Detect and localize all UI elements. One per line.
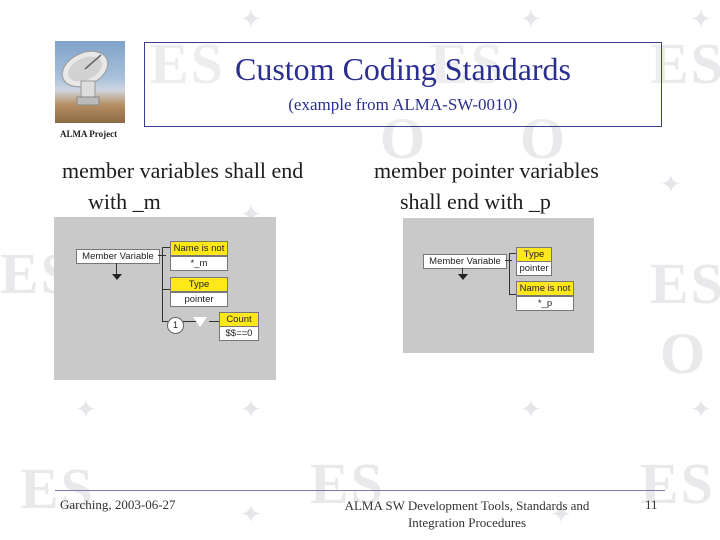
type-node: Type (170, 277, 228, 292)
page-subtitle: (example from ALMA-SW-0010) (288, 95, 518, 114)
left-rule-line1: member variables shall end (62, 158, 304, 183)
footer-title-line2: Integration Procedures (407, 515, 527, 530)
watermark-text: ES (150, 31, 225, 96)
watermark-text: ES (310, 451, 385, 516)
right-rule-diagram: Member Variable Type pointer Name is not… (403, 218, 594, 353)
watermark-text: O (380, 106, 428, 171)
name-is-not-node: Name is not (170, 241, 228, 256)
star-icon: ✦ (75, 395, 97, 425)
star-icon: ✦ (240, 5, 262, 35)
watermark-text: ES (20, 456, 95, 521)
page-number: 11 (645, 497, 658, 512)
page-title: Custom Coding Standards (234, 51, 571, 87)
arrow-down-icon (112, 274, 122, 280)
name-pattern-value: *_m (170, 256, 228, 271)
arrow-down-icon (458, 274, 468, 280)
watermark-text: O (520, 106, 568, 171)
left-rule-diagram: Member Variable Name is not *_m Type poi… (54, 217, 276, 380)
name-is-not-node: Name is not (516, 281, 574, 296)
watermark-text: ES (650, 251, 720, 316)
footer-date: Garching, 2003-06-27 (60, 497, 176, 512)
funnel-icon (193, 317, 207, 327)
left-rule-line2: with _m (88, 189, 161, 214)
count-value: $$==0 (219, 326, 259, 341)
watermark-text: ES (430, 31, 505, 96)
alma-antenna-logo (55, 41, 125, 123)
logo-caption: ALMA Project (60, 129, 118, 139)
watermark-text: ES (640, 451, 715, 516)
node-circle: 1 (167, 317, 184, 334)
name-pattern-value: *_p (516, 296, 574, 311)
right-rule-text: member pointer variables shall end with … (374, 155, 599, 217)
title-box: Custom Coding Standards (example from AL… (144, 42, 662, 127)
star-icon: ✦ (520, 5, 542, 35)
right-rule-line2: shall end with _p (400, 189, 551, 214)
star-icon: ✦ (690, 5, 712, 35)
star-icon: ✦ (240, 500, 262, 530)
star-icon: ✦ (690, 395, 712, 425)
star-icon: ✦ (660, 170, 682, 200)
star-icon: ✦ (520, 395, 542, 425)
star-icon: ✦ (550, 500, 572, 530)
left-rule-text: member variables shall end with _m (62, 155, 303, 217)
antenna-icon (61, 50, 109, 106)
footer-title-line1: ALMA SW Development Tools, Standards and (344, 498, 590, 513)
count-node: Count (219, 312, 259, 327)
type-value: pointer (516, 261, 552, 276)
footer-title: ALMA SW Development Tools, Standards and… (328, 497, 606, 531)
type-node: Type (516, 247, 552, 262)
member-variable-node: Member Variable (423, 254, 507, 269)
watermark-text: O (660, 321, 708, 386)
member-variable-node: Member Variable (76, 249, 160, 264)
type-value: pointer (170, 292, 228, 307)
footer-divider (55, 490, 665, 491)
star-icon: ✦ (240, 395, 262, 425)
right-rule-line1: member pointer variables (374, 158, 599, 183)
